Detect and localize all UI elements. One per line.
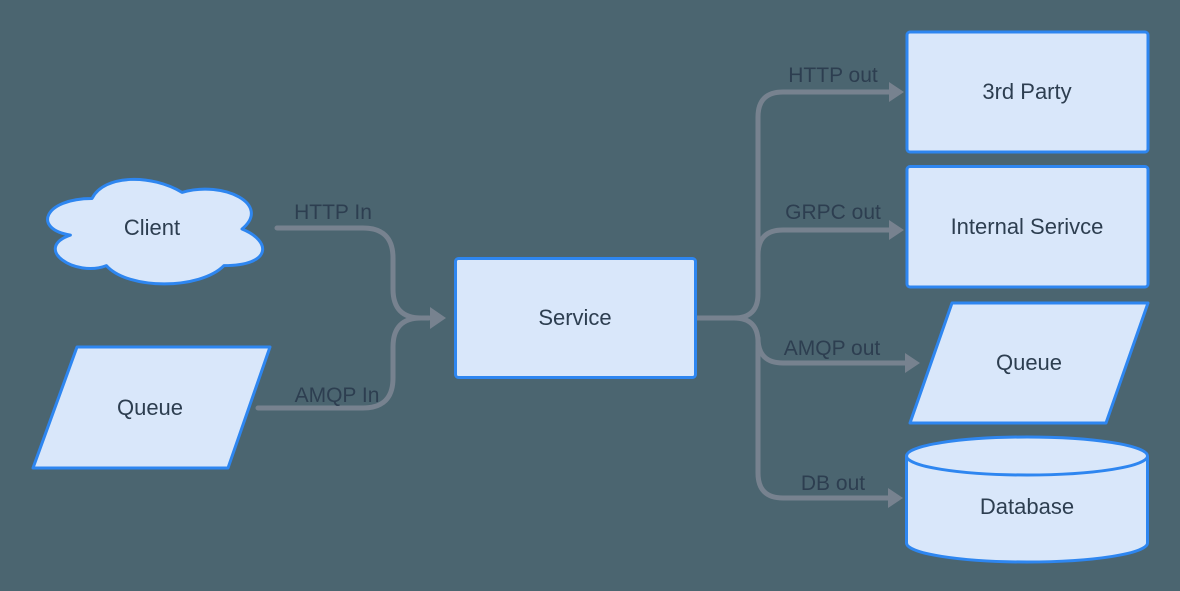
client-label: Client — [124, 215, 180, 240]
third-party-node-shape — [905, 30, 1150, 154]
node-layer — [31, 30, 1150, 564]
label-layer: Client Queue Service 3rd Party Internal … — [117, 64, 1103, 519]
service-in-arrowhead-icon — [430, 307, 446, 329]
internal-service-node-shape — [905, 165, 1150, 289]
grpc-out-edge-label: GRPC out — [785, 201, 881, 224]
service-node-shape — [454, 257, 697, 379]
amqp-out-edge-label: AMQP out — [784, 337, 881, 360]
amqp-in-edge — [255, 315, 424, 411]
database-cylinder-top — [905, 435, 1149, 477]
edge-layer — [255, 82, 920, 508]
http-out-edge-label: HTTP out — [788, 64, 878, 87]
service-label: Service — [538, 305, 611, 330]
database-cylinder-body — [905, 456, 1149, 564]
amqp-out-edge — [755, 335, 908, 366]
db-out-arrowhead-icon — [888, 488, 903, 508]
queue-out-parallelogram-shape — [908, 301, 1150, 425]
http-in-edge-label: HTTP In — [294, 201, 372, 224]
http-out-edge — [731, 89, 892, 321]
queue-out-label: Queue — [996, 350, 1062, 375]
amqp-in-edge-label: AMQP In — [295, 384, 380, 407]
queue-in-label: Queue — [117, 395, 183, 420]
queue-in-parallelogram-shape — [31, 345, 272, 470]
db-out-edge — [731, 315, 891, 501]
database-label: Database — [980, 494, 1074, 519]
client-cloud-shape — [46, 177, 265, 286]
grpc-out-edge — [755, 227, 892, 258]
db-out-edge-label: DB out — [801, 472, 865, 495]
internal-service-label: Internal Serivce — [951, 214, 1104, 239]
http-in-edge — [274, 225, 432, 321]
http-out-arrowhead-icon — [889, 82, 904, 102]
grpc-out-arrowhead-icon — [889, 220, 904, 240]
database-cylinder-shape — [905, 435, 1149, 564]
amqp-out-arrowhead-icon — [905, 353, 920, 373]
third-party-label: 3rd Party — [982, 79, 1071, 104]
